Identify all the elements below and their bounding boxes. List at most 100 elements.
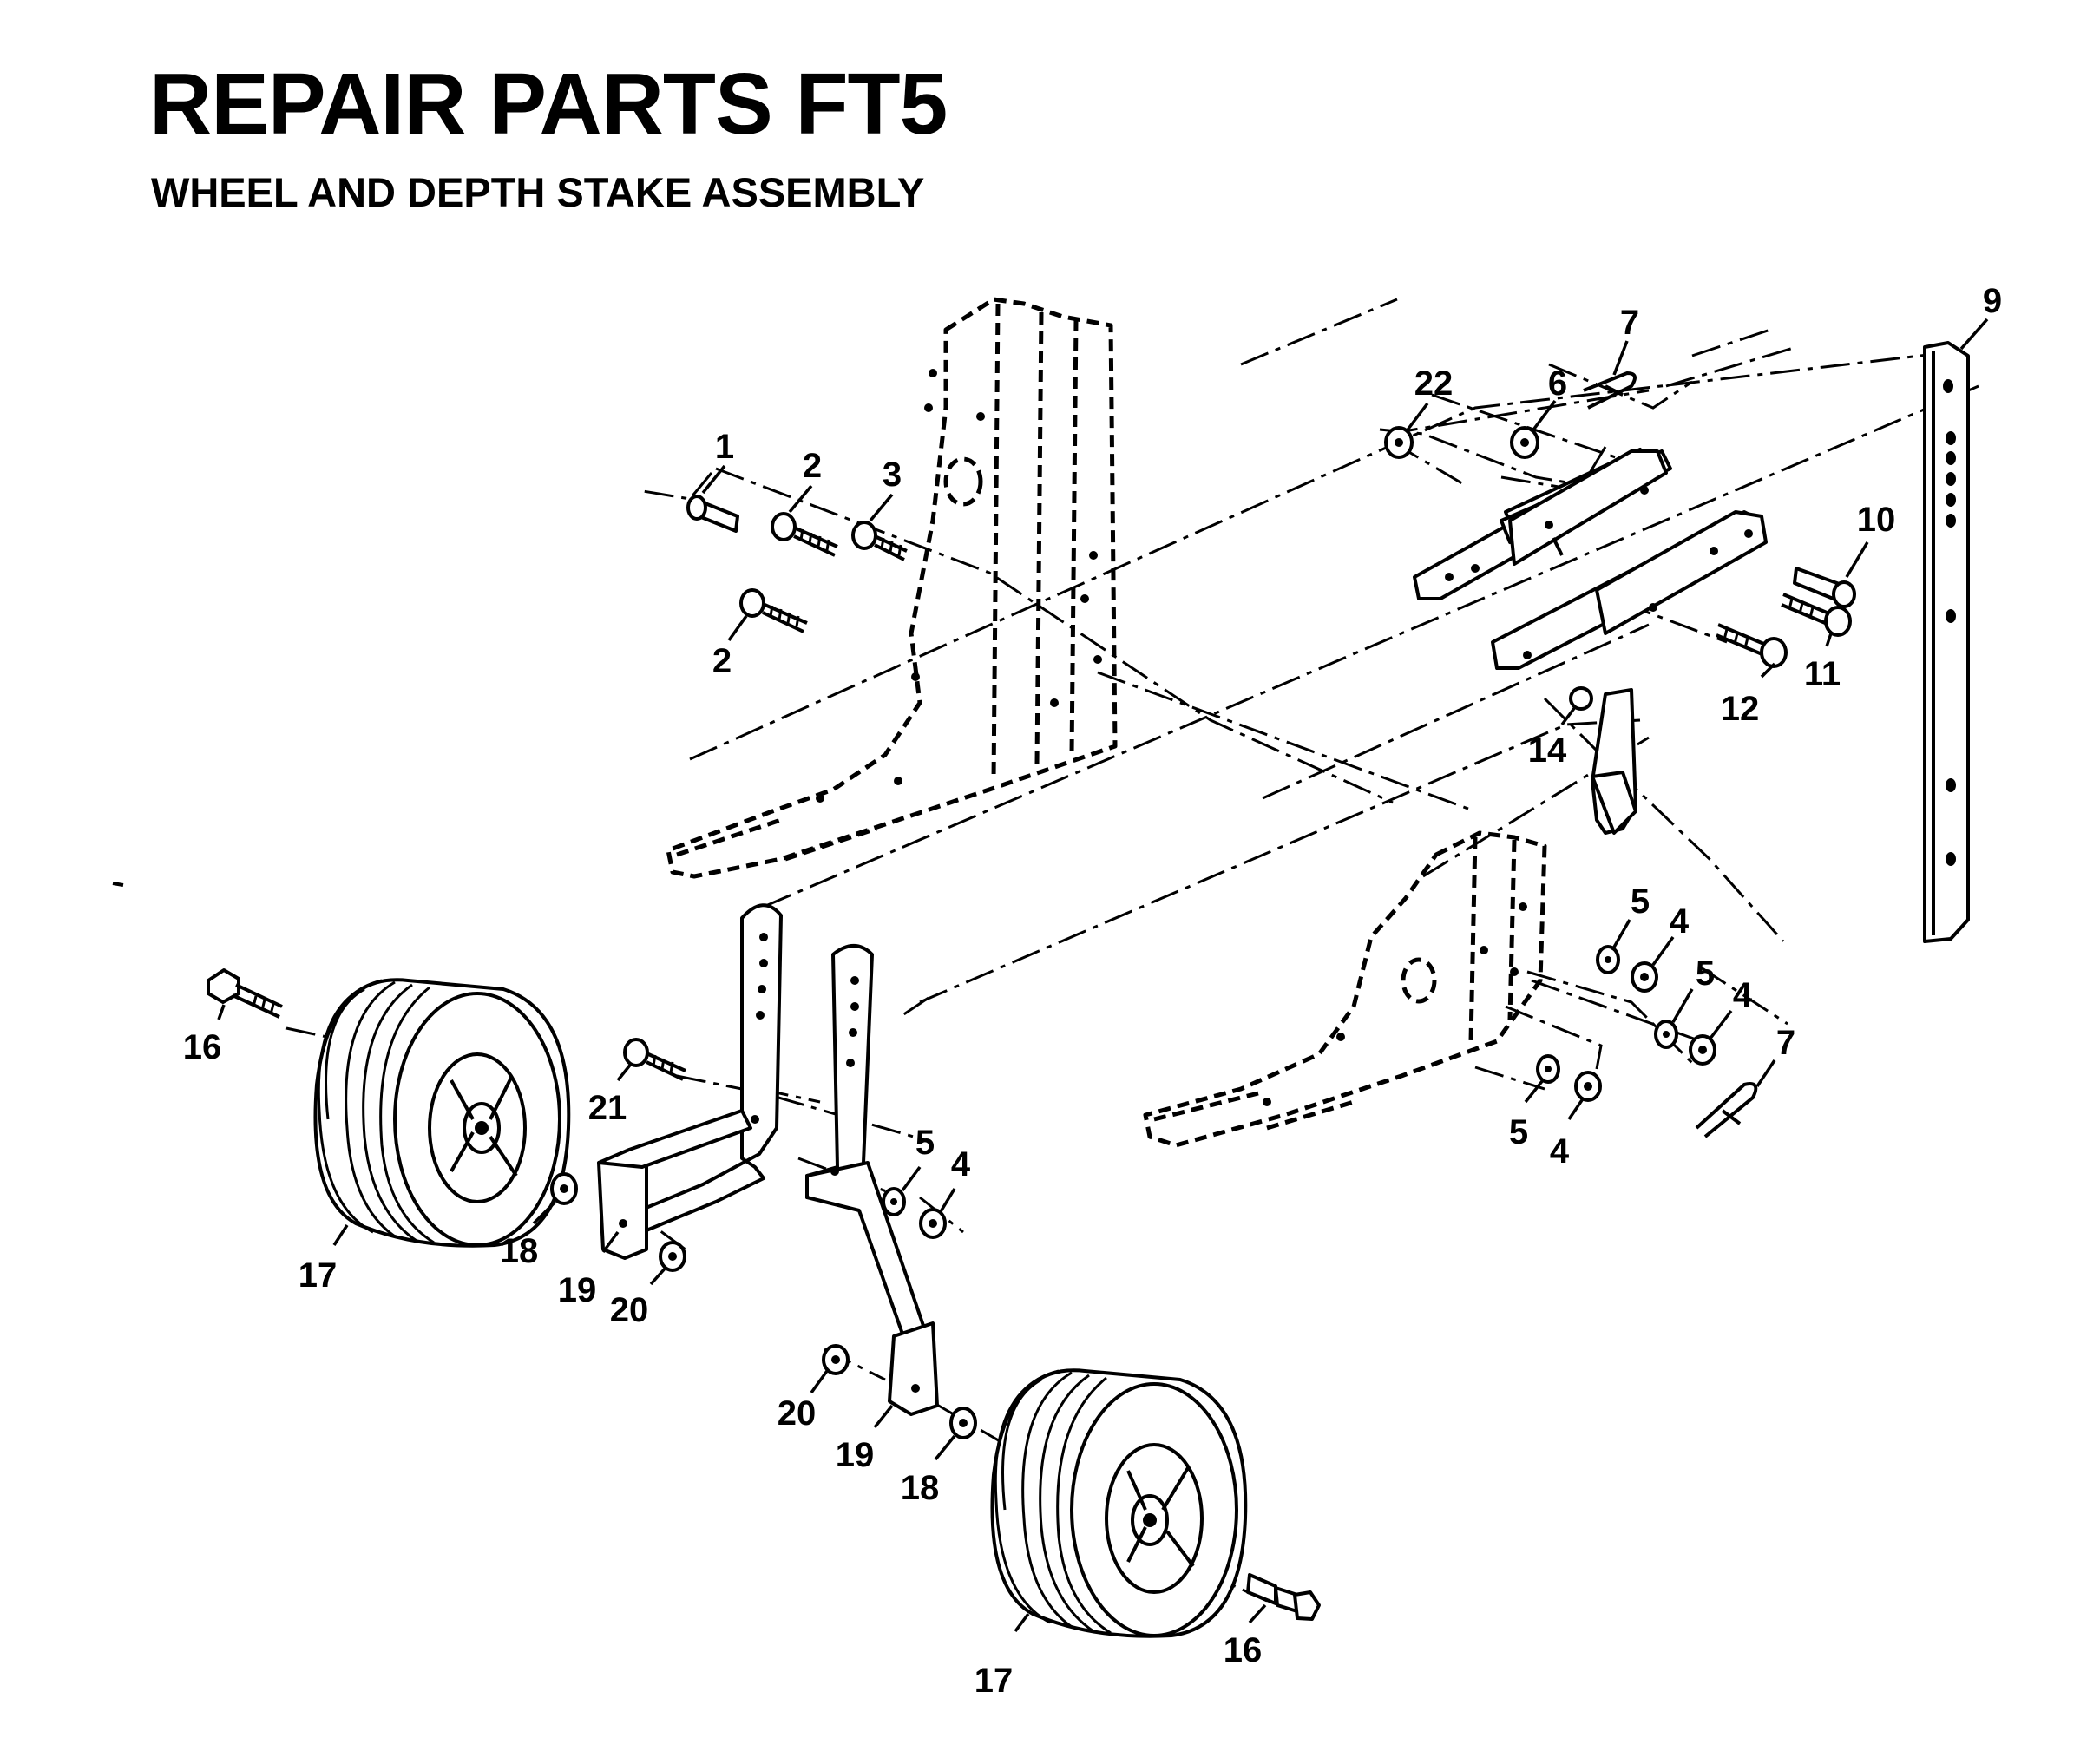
nut-4-a	[1631, 961, 1658, 993]
callout-2-upper: 2	[788, 447, 822, 514]
callout-12: 12	[1721, 662, 1776, 728]
callout-4-b: 4	[1708, 976, 1753, 1041]
washer-18-right	[949, 1407, 977, 1439]
callouts: 1 2 3 2 22 6 7 9 10 11 12 14 5 4 5 4 7 5…	[183, 282, 2002, 1700]
svg-text:2: 2	[712, 642, 732, 680]
svg-text:6: 6	[1548, 364, 1567, 403]
callout-18-left: 18	[500, 1200, 557, 1270]
wheel-right	[990, 1368, 1248, 1638]
svg-text:4: 4	[1733, 976, 1753, 1014]
svg-text:5: 5	[915, 1124, 935, 1162]
callout-17-right: 17	[975, 1612, 1030, 1700]
svg-text:7: 7	[1776, 1024, 1795, 1062]
washer-5-a	[1596, 945, 1620, 974]
callout-5-b: 5	[1671, 954, 1715, 1023]
callout-18-right: 18	[901, 1434, 956, 1507]
svg-text:5: 5	[1631, 882, 1650, 921]
tine-shield-right	[1143, 830, 1547, 1148]
pin-10	[1793, 567, 1856, 608]
callout-5-left: 5	[901, 1124, 935, 1192]
callout-19-left: 19	[558, 1230, 620, 1309]
svg-text:4: 4	[951, 1145, 971, 1184]
svg-text:12: 12	[1721, 690, 1760, 728]
svg-text:18: 18	[500, 1232, 539, 1270]
nut-20-left	[659, 1241, 686, 1272]
svg-text:17: 17	[299, 1256, 338, 1295]
svg-text:21: 21	[588, 1089, 627, 1127]
callout-22: 22	[1404, 364, 1454, 434]
washer-5-left	[882, 1187, 906, 1216]
page-title: REPAIR PARTS FT5	[149, 56, 948, 153]
callout-7-upper: 7	[1612, 304, 1639, 376]
hairpin-clip-lower	[1695, 1082, 1758, 1138]
callout-7-lower: 7	[1755, 1024, 1795, 1087]
wheel-bracket-right	[805, 944, 939, 1416]
bolt-2-upper	[771, 512, 838, 557]
callout-10: 10	[1845, 501, 1896, 578]
page-subtitle: WHEEL AND DEPTH STAKE ASSEMBLY	[151, 169, 925, 215]
callout-17-left: 17	[299, 1224, 349, 1295]
svg-text:7: 7	[1620, 304, 1639, 342]
svg-text:16: 16	[183, 1028, 222, 1066]
wheel-bracket-left	[597, 903, 783, 1260]
svg-text:3: 3	[883, 456, 902, 494]
washer-18-left	[550, 1172, 578, 1205]
callout-5-a: 5	[1611, 882, 1650, 951]
callout-20-left: 20	[610, 1265, 668, 1329]
hitch-bracket	[1413, 448, 1768, 670]
wheel-left	[313, 978, 571, 1248]
svg-text:18: 18	[901, 1469, 940, 1507]
bolt-16-right	[1246, 1573, 1321, 1621]
nut-6	[1510, 426, 1539, 459]
svg-text:20: 20	[610, 1291, 649, 1329]
bolt-21	[623, 1038, 686, 1081]
callout-4-a: 4	[1651, 902, 1690, 967]
bolt-3	[851, 521, 908, 561]
svg-text:4: 4	[1550, 1132, 1570, 1171]
svg-text:17: 17	[975, 1662, 1014, 1700]
svg-text:4: 4	[1670, 902, 1690, 941]
callout-11: 11	[1804, 633, 1841, 693]
callout-6: 6	[1530, 364, 1567, 434]
callout-9: 9	[1959, 282, 2002, 351]
svg-text:16: 16	[1224, 1631, 1263, 1669]
svg-text:11: 11	[1804, 655, 1841, 693]
svg-text:19: 19	[558, 1271, 597, 1309]
callout-20-right: 20	[778, 1369, 829, 1433]
svg-text:20: 20	[778, 1394, 817, 1433]
svg-text:9: 9	[1983, 282, 2002, 320]
svg-text:2: 2	[803, 447, 822, 485]
callout-3: 3	[869, 456, 902, 522]
callout-4-c: 4	[1550, 1097, 1585, 1171]
bolt-11	[1781, 593, 1852, 637]
svg-text:14: 14	[1528, 731, 1567, 770]
svg-text:22: 22	[1414, 364, 1454, 403]
hairpin-clip-upper	[1583, 371, 1637, 410]
washer-5-c	[1536, 1054, 1560, 1084]
svg-text:5: 5	[1696, 954, 1715, 993]
bolt-16-left	[207, 968, 283, 1019]
print-speck	[112, 882, 124, 887]
bolt-12	[1716, 623, 1788, 668]
bolt-1	[686, 495, 739, 533]
svg-text:19: 19	[836, 1436, 875, 1474]
depth-stake	[1923, 341, 1970, 943]
nut-22	[1384, 426, 1414, 459]
nut-20-right	[822, 1344, 850, 1375]
svg-text:5: 5	[1509, 1113, 1528, 1151]
callout-2-lower: 2	[712, 614, 748, 680]
nut-4-left	[919, 1208, 947, 1239]
callout-1: 1	[701, 428, 734, 495]
bolt-2-lower	[739, 588, 808, 633]
callout-16-right: 16	[1224, 1603, 1267, 1669]
hitch-clevis	[1569, 686, 1637, 835]
nut-4-c	[1574, 1071, 1602, 1102]
svg-text:10: 10	[1857, 501, 1896, 539]
tine-shield-left	[666, 297, 1118, 879]
callout-14: 14	[1528, 705, 1577, 770]
nut-4-b	[1689, 1034, 1716, 1066]
svg-text:1: 1	[715, 428, 734, 466]
callout-5-c: 5	[1509, 1079, 1545, 1151]
